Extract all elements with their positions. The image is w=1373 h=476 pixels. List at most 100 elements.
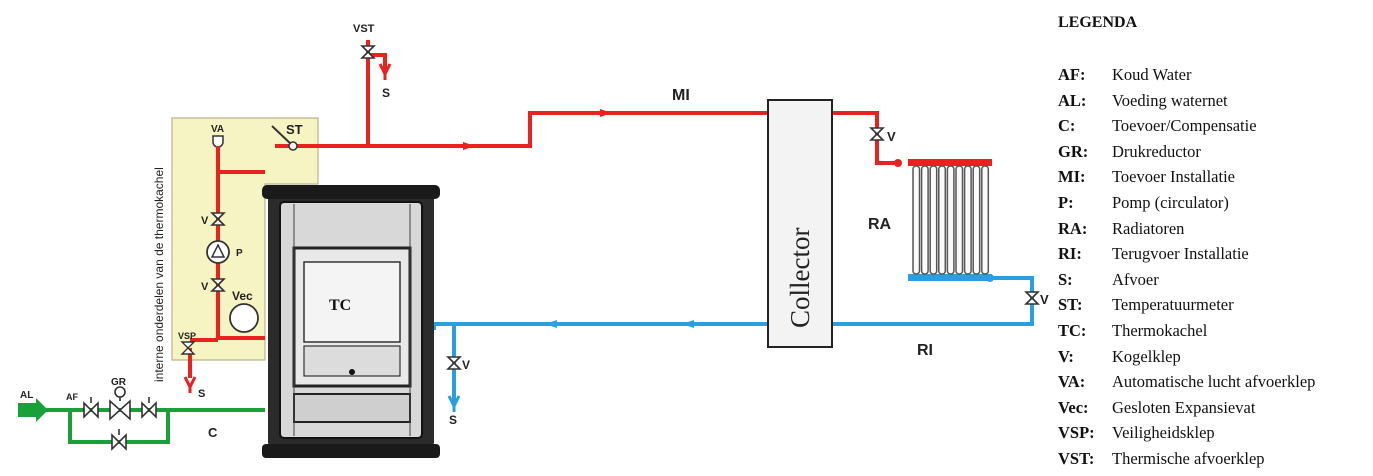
- legend-item: AF: Koud Water: [1058, 62, 1368, 88]
- ri-label: RI: [917, 342, 933, 359]
- valve-bypass-icon: [111, 433, 127, 451]
- legend-code: RI:: [1058, 244, 1082, 264]
- legend-code: VST:: [1058, 448, 1095, 468]
- legend-description: Radiatoren: [1112, 218, 1185, 238]
- valve-v-icon: [210, 278, 226, 292]
- legend-item: MI:Toevoer Installatie: [1058, 164, 1368, 190]
- radiator-fin: [955, 165, 964, 275]
- legend-description: Pomp (circulator): [1112, 192, 1229, 212]
- legend-code: V:: [1058, 346, 1074, 366]
- s-label: S: [382, 86, 390, 100]
- flow-arrow: [600, 109, 612, 117]
- valve-v-icon: [446, 356, 462, 370]
- reducer-gauge-icon: [114, 386, 126, 398]
- legend-item: RA: Radiatoren: [1058, 216, 1368, 242]
- legend-description: Toevoer Installatie: [1112, 167, 1236, 187]
- legend-item: VSP: Veiligheidsklep: [1058, 420, 1368, 446]
- legend-code: VSP:: [1058, 423, 1095, 443]
- safety-valve-icon: [180, 341, 196, 355]
- tc-label: TC: [329, 297, 351, 314]
- st-sensor-bulb: [288, 141, 298, 151]
- legend-description: Voeding waternet: [1112, 90, 1228, 110]
- vsp-label: VSP: [178, 331, 196, 341]
- legend-code: P:: [1058, 192, 1074, 212]
- radiator-fin: [946, 165, 955, 275]
- al-label: AL: [20, 390, 33, 401]
- radiator-fin: [963, 165, 972, 275]
- expansion-vessel-icon: [229, 303, 259, 333]
- legend-description: Thermische afvoerklep: [1112, 448, 1265, 468]
- legend-description: Afvoer: [1112, 269, 1159, 289]
- radiator-fin: [912, 165, 921, 275]
- p-label: P: [236, 248, 243, 259]
- v-label: V: [887, 129, 896, 144]
- vec-label: Vec: [232, 289, 253, 303]
- legend-item: ST: Temperatuurmeter: [1058, 292, 1368, 318]
- st-label: ST: [286, 122, 303, 137]
- valve-af-icon: [83, 401, 99, 419]
- legend-description: Drukreductor: [1112, 141, 1201, 161]
- legend-description: Temperatuurmeter: [1112, 295, 1234, 315]
- v-label: V: [201, 215, 209, 227]
- side-caption: interne onderdelen van de thermokachel: [152, 167, 166, 382]
- legend-item: VA: Automatische lucht afvoerklep: [1058, 369, 1368, 395]
- gr-label: GR: [111, 377, 127, 388]
- internal-panel: [171, 117, 319, 361]
- valve-v-icon: [210, 212, 226, 226]
- legend-code: AF:: [1058, 65, 1086, 84]
- legend-item: C: Toevoer/Compensatie: [1058, 113, 1368, 139]
- valve-v-icon: [141, 401, 157, 419]
- supply-pipes: [40, 408, 265, 444]
- s-label: S: [449, 413, 457, 427]
- legend-item: RI: Terugvoer Installatie: [1058, 241, 1368, 267]
- va-label: VA: [211, 124, 224, 135]
- legend-item: VST: Thermische afvoerklep: [1058, 446, 1368, 472]
- radiator-fin: [920, 165, 929, 275]
- collector-label: Collector: [785, 228, 815, 328]
- drain-funnel-icon: [183, 376, 197, 391]
- legend-description: Thermokachel: [1112, 320, 1208, 340]
- legend-item: P: Pomp (circulator): [1058, 190, 1368, 216]
- valve-vst-icon: [360, 45, 376, 59]
- collector-box: [767, 99, 833, 348]
- radiator-fin: [972, 165, 981, 275]
- legend-description: Gesloten Expansievat: [1112, 397, 1256, 417]
- legend-code: GR:: [1058, 141, 1089, 161]
- st-sensor: [271, 125, 294, 147]
- v-label: V: [462, 358, 470, 372]
- v-label: V: [1040, 292, 1049, 307]
- flow-arrow: [463, 142, 475, 150]
- legend-code: C:: [1058, 116, 1076, 136]
- legend-code: VA:: [1058, 372, 1086, 392]
- legend-code: ST:: [1058, 295, 1083, 315]
- legend-code: RA:: [1058, 218, 1088, 238]
- legend-code: TC:: [1058, 320, 1087, 340]
- legend-item: V:Kogelklep: [1058, 344, 1368, 370]
- legend-description: Automatische lucht afvoerklep: [1112, 372, 1316, 392]
- legend-description: Koud Water: [1112, 65, 1192, 84]
- radiator-fin: [938, 165, 947, 275]
- mi-label: MI: [672, 87, 690, 104]
- c-label: C: [208, 425, 218, 440]
- legend-description: Toevoer/Compensatie: [1112, 116, 1257, 136]
- thermostove: [262, 185, 440, 458]
- legend-description: Terugvoer Installatie: [1112, 244, 1249, 264]
- vst-label: VST: [353, 23, 375, 35]
- return-pipes: [432, 276, 1034, 405]
- valve-v-icon: [1024, 291, 1040, 305]
- ra-label: RA: [868, 216, 892, 233]
- s-label: S: [198, 388, 205, 400]
- legend-item: TC: Thermokachel: [1058, 318, 1368, 344]
- v-label: V: [201, 281, 209, 293]
- radiator: [894, 159, 994, 282]
- legend-description: Veiligheidsklep: [1112, 423, 1215, 443]
- valve-v-icon: [869, 127, 885, 141]
- return-arrow: [545, 320, 557, 328]
- legend-title: LEGENDA: [1058, 14, 1138, 31]
- legend-item: GR: Drukreductor: [1058, 139, 1368, 165]
- return-arrow: [682, 320, 694, 328]
- legend-item: Vec:Gesloten Expansievat: [1058, 395, 1368, 421]
